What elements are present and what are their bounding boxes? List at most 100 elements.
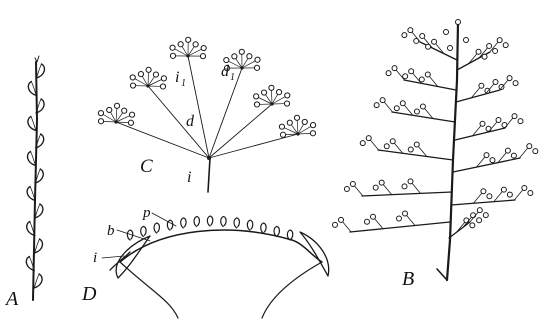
panicle-branch <box>454 127 506 141</box>
panicle-branch <box>391 111 456 123</box>
panicle-spikelet <box>393 105 400 112</box>
umbel-flower-bud <box>293 114 301 121</box>
umbel-flower-bud <box>137 70 145 78</box>
disc-floret <box>220 215 227 228</box>
stalk-right <box>261 261 323 319</box>
panicle-spikelet <box>418 76 425 83</box>
disc-floret <box>286 229 294 241</box>
panel-c-compound-umbel <box>97 36 317 193</box>
umbel-flower-bud <box>160 75 167 82</box>
panicle-spikelet <box>349 180 356 187</box>
umbel-flower-bud <box>238 48 245 55</box>
leader-b <box>116 229 151 242</box>
label-d-i: i <box>93 250 97 266</box>
primary-ray <box>208 67 243 159</box>
primary-ray <box>208 133 299 159</box>
label-c-i1-subscript: 1 <box>181 78 186 89</box>
panicle-spikelet <box>475 48 482 55</box>
panicle-top-spikelet <box>447 45 453 51</box>
stalk-left <box>119 261 179 319</box>
umbel-flower-bud <box>301 118 308 126</box>
spike-tip <box>34 55 40 63</box>
spike-flower-bract <box>30 81 37 96</box>
panicle-branch <box>450 199 516 206</box>
panel-a-spike <box>25 55 46 301</box>
label-c-d1-subscript: 1 <box>230 72 235 83</box>
umbel-flower-bud <box>97 110 105 117</box>
spike-flower-bract <box>28 256 35 271</box>
spike-flower-bract <box>29 221 36 236</box>
panicle-spikelet <box>419 32 426 39</box>
panicle-spikelet <box>413 141 420 148</box>
umbel-flower-bud <box>223 56 230 64</box>
umbel-flower-bud <box>177 41 184 48</box>
involucral-bract-left-inner <box>109 251 131 271</box>
panicle-spikelet <box>407 27 414 34</box>
umbel-involucre <box>207 156 211 160</box>
panicle-spikelet <box>478 82 485 89</box>
panel-label-a: A <box>4 288 19 310</box>
panicle-branch <box>403 79 457 91</box>
umbellet-involucel <box>296 132 300 136</box>
panicle-spikelet <box>501 121 508 128</box>
panicle-spikelet <box>470 212 477 219</box>
panicle-spikelet <box>401 183 408 190</box>
panicle-spikelet <box>486 42 493 49</box>
umbellet-involucel <box>270 102 274 106</box>
umbellet-involucel <box>186 54 190 58</box>
panicle-spikelet <box>517 118 524 125</box>
umbel-flower-bud <box>169 52 177 59</box>
panicle-axis <box>445 20 460 282</box>
label-d-p: p <box>142 205 151 221</box>
panicle-spikelet <box>527 190 534 197</box>
panicle-spikelet <box>495 116 502 123</box>
umbel-flower-bud <box>253 64 261 71</box>
label-c-d: d <box>186 113 195 130</box>
panicle-spikelet <box>407 178 414 185</box>
spike-flower-bract <box>30 151 36 166</box>
primary-ray <box>187 55 210 159</box>
spike-flower <box>34 203 44 219</box>
panicle-spikelet <box>332 221 338 228</box>
panicle-spikelet <box>372 184 379 191</box>
spike-flower <box>27 115 37 132</box>
panicle-spikelet <box>413 108 420 115</box>
spike-flower-bract <box>35 98 42 114</box>
umbel-flower-bud <box>129 82 137 89</box>
umbel-flower-bud <box>106 106 113 114</box>
panicle-spikelet <box>482 212 489 219</box>
primary-ray <box>147 85 210 159</box>
umbel-flower-bud <box>121 107 128 114</box>
disc-floret <box>166 219 174 231</box>
panicle-spikelet <box>506 191 513 198</box>
umbellet-involucel <box>146 84 150 88</box>
umbel-flower-bud <box>152 71 160 78</box>
umbel-flower-bud <box>309 122 317 129</box>
panicle-branch <box>361 191 453 197</box>
panicle-branch <box>419 41 458 61</box>
panicle-spikelet <box>504 147 511 154</box>
panel-d-capitulum-section <box>101 212 330 319</box>
umbel-flower-bud <box>260 89 268 96</box>
panel-label-b: B <box>402 268 414 290</box>
panicle-spikelet <box>512 80 519 87</box>
umbel-peduncle <box>207 157 211 193</box>
spike-flower-bract <box>34 238 40 254</box>
umbellet-involucel <box>114 120 118 124</box>
florets <box>126 215 294 241</box>
disc-floret <box>193 215 201 228</box>
label-c-i: i <box>187 169 191 186</box>
spike-flower <box>33 238 44 254</box>
umbel-flower-bud <box>254 56 261 63</box>
panicle-spikelet <box>373 102 380 109</box>
panicle-spikelet <box>365 135 372 142</box>
spike-flowers <box>25 63 46 289</box>
panicle-spikelet <box>425 43 432 50</box>
panicle-top-spikelet <box>463 37 469 43</box>
panicle-spikelet <box>476 217 483 224</box>
panicle-spikelet <box>343 185 350 192</box>
panel-label-c: C <box>140 156 153 177</box>
umbel-flower-bud <box>192 41 199 48</box>
